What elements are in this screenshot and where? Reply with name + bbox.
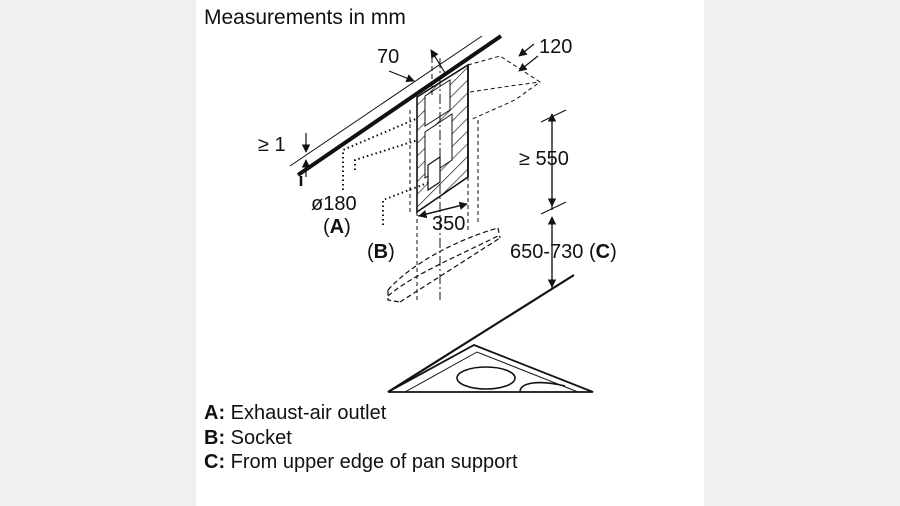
callout-a: (A): [323, 216, 351, 238]
dim-550-label: ≥ 550: [519, 148, 569, 170]
dim-350: 350: [417, 201, 468, 235]
socket-shape: [427, 155, 441, 192]
dim-120: 120: [518, 36, 572, 72]
dim-70: 70: [377, 46, 446, 96]
ceiling-edge: [289, 34, 503, 186]
dim-650-730-label: 650-730 (C): [510, 241, 617, 263]
dim-120-label: 120: [539, 36, 572, 58]
legend-key: C:: [204, 451, 226, 473]
legend: A: Exhaust-air outlet B: Socket C: From …: [204, 401, 518, 475]
legend-key: B:: [204, 426, 226, 449]
burner-left: [456, 366, 516, 390]
dim-1: ≥ 1: [258, 133, 311, 177]
dim-650-730: 650-730 (C): [510, 216, 617, 290]
legend-row-c: C: From upper edge of pan support: [204, 450, 518, 475]
legend-text: Socket: [230, 426, 292, 449]
legend-text: From upper edge of pan support: [230, 451, 518, 473]
cooktop: [387, 274, 594, 393]
legend-row-a: A: Exhaust-air outlet: [204, 401, 518, 426]
callout-b: (B): [367, 241, 395, 263]
chimney-duct: [416, 63, 469, 214]
diagram-title: Measurements in mm: [204, 6, 406, 29]
legend-text: Exhaust-air outlet: [230, 402, 387, 424]
exhaust-path: [342, 117, 419, 190]
dim-180: ø180 (A): [311, 193, 357, 238]
dim-550: ≥ 550: [519, 109, 569, 215]
chimney-top-outline: [409, 55, 541, 300]
dim-70-label: 70: [377, 46, 399, 68]
legend-key: A:: [204, 402, 226, 424]
dim-350-label: 350: [432, 213, 465, 235]
burner-right: [519, 381, 566, 393]
dim-180-label: ø180: [311, 193, 357, 215]
legend-row-b: B: Socket: [204, 426, 518, 451]
dim-1-label: ≥ 1: [258, 134, 286, 156]
socket-path: [382, 181, 431, 225]
hood-canopy: [387, 227, 501, 303]
